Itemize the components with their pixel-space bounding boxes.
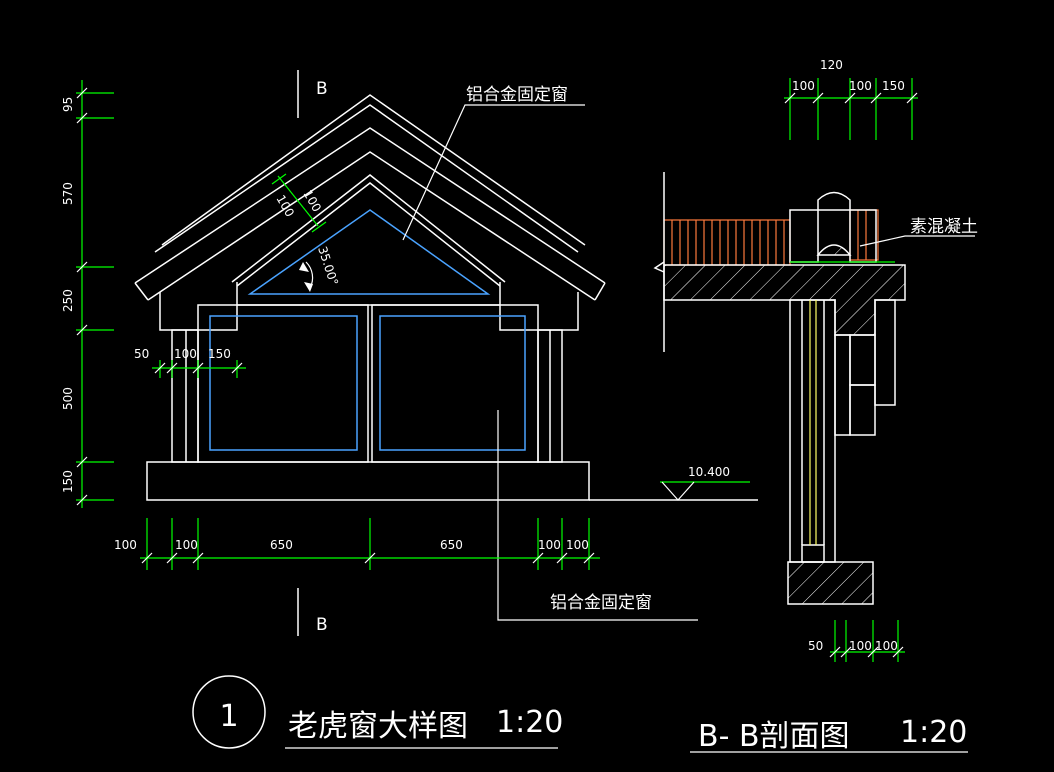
bottom-dimension-chain bbox=[140, 518, 600, 570]
section-title-scale: 1:20 bbox=[900, 715, 967, 750]
angle-label: 35.00° bbox=[315, 245, 341, 288]
hdim-650-a: 650 bbox=[270, 538, 293, 552]
roof-dim-2: 100 bbox=[300, 188, 324, 215]
section-concrete-slab bbox=[663, 264, 906, 605]
vertical-dimension-chain bbox=[76, 80, 114, 508]
section-title: B- B剖面图 bbox=[698, 719, 850, 754]
section-outline bbox=[653, 172, 896, 563]
concrete-label: 素混凝土 bbox=[910, 217, 978, 237]
section-dim-top-150: 150 bbox=[882, 79, 905, 93]
hdim-100-b: 100 bbox=[175, 538, 198, 552]
section-dim-120: 120 bbox=[820, 58, 843, 72]
vdim-570: 570 bbox=[61, 182, 75, 205]
section-dim-top-100a: 100 bbox=[792, 79, 815, 93]
section-dim-bottom-100b: 100 bbox=[875, 639, 898, 653]
elevation-title-number: 1 bbox=[219, 699, 238, 734]
hdim-100-c: 100 bbox=[538, 538, 561, 552]
section-dim-top-100b: 100 bbox=[849, 79, 872, 93]
dormer-elevation bbox=[134, 94, 758, 501]
section-top-dims bbox=[784, 78, 918, 140]
window-frames-outer bbox=[197, 304, 539, 463]
section-mark-bottom: B bbox=[316, 615, 328, 635]
elevation-title-scale: 1:20 bbox=[496, 705, 563, 740]
post-dim-50: 50 bbox=[134, 347, 149, 361]
post-dimension-chain bbox=[152, 360, 246, 378]
hdim-100-d: 100 bbox=[566, 538, 589, 552]
section-brick-layer bbox=[663, 209, 879, 266]
vdim-95: 95 bbox=[61, 97, 75, 112]
elevation-title-block bbox=[192, 675, 558, 749]
elevation-title: 老虎窗大样图 bbox=[288, 709, 468, 744]
section-dim-bottom-100a: 100 bbox=[849, 639, 872, 653]
level-marker bbox=[660, 481, 750, 501]
dormer-walls bbox=[146, 282, 758, 501]
roof-outline bbox=[134, 94, 606, 301]
section-dim-bottom-50: 50 bbox=[808, 639, 823, 653]
roof-thickness-dims bbox=[271, 173, 327, 233]
concrete-leader bbox=[859, 235, 975, 247]
section-bottom-dims bbox=[829, 620, 905, 662]
level-value: 10.400 bbox=[688, 465, 730, 479]
window-label-top: 铝合金固定窗 bbox=[466, 85, 568, 105]
post-dim-100: 100 bbox=[174, 347, 197, 361]
section-mark-top: B bbox=[316, 79, 328, 99]
vdim-250: 250 bbox=[61, 289, 75, 312]
post-dim-150: 150 bbox=[208, 347, 231, 361]
section-window-glass bbox=[809, 300, 817, 545]
vdim-500: 500 bbox=[61, 387, 75, 410]
hdim-650-b: 650 bbox=[440, 538, 463, 552]
vdim-150: 150 bbox=[61, 470, 75, 493]
roof-dim-1: 100 bbox=[273, 193, 297, 220]
leader-lines bbox=[402, 104, 698, 621]
hdim-100-a: 100 bbox=[114, 538, 137, 552]
angle-annotation: 35.00° bbox=[299, 245, 341, 292]
window-label-bottom: 铝合金固定窗 bbox=[550, 593, 652, 613]
window-glass bbox=[209, 209, 526, 451]
